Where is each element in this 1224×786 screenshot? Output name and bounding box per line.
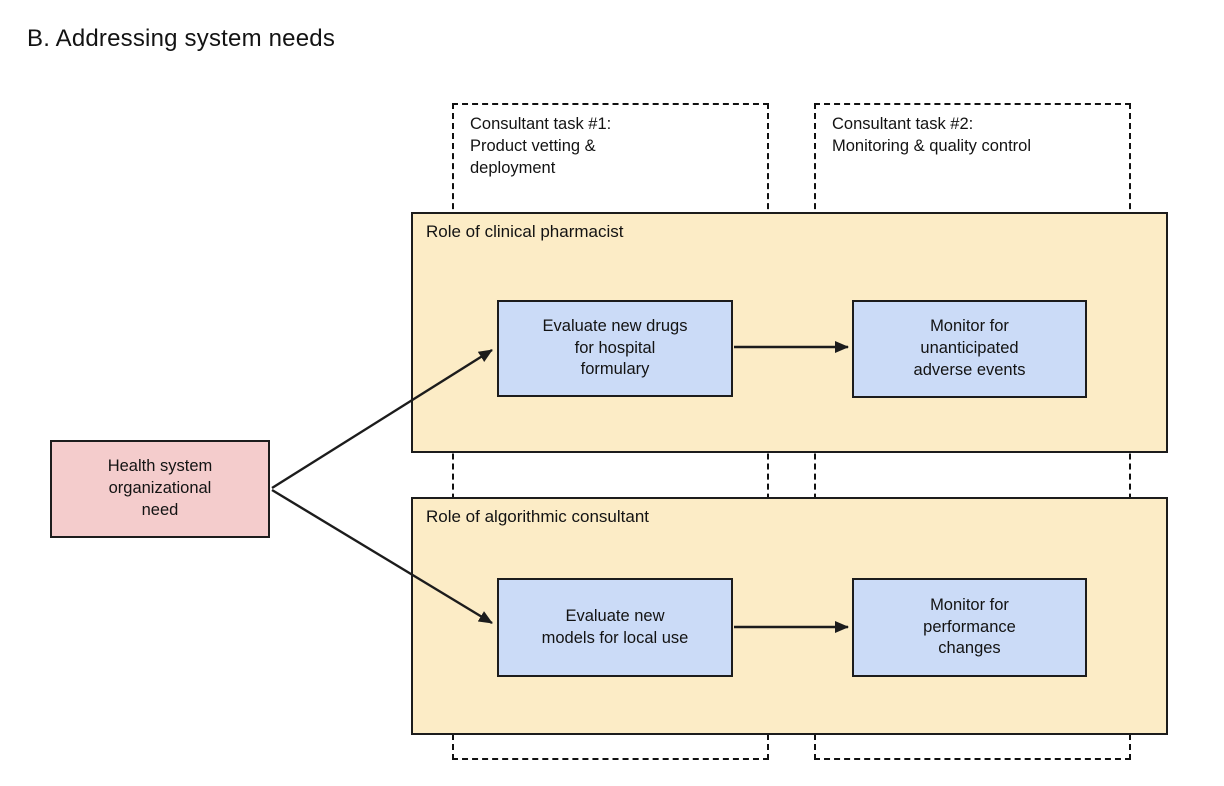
figure-title: B. Addressing system needs (27, 25, 336, 52)
task-column-1-label: Consultant task #1: Product vetting & de… (470, 115, 612, 177)
health-system-need-node: Health system organizational need (50, 440, 270, 538)
step-monitor-adverse-events: Monitor for unanticipated adverse events (852, 300, 1087, 398)
lane-algorithmic-consultant-label: Role of algorithmic consultant (426, 507, 650, 526)
step-monitor-performance-changes: Monitor for performance changes (852, 578, 1087, 677)
lane-clinical-pharmacist-label: Role of clinical pharmacist (426, 222, 624, 241)
step-evaluate-new-drugs: Evaluate new drugs for hospital formular… (497, 300, 733, 397)
task-column-2-label: Consultant task #2: Monitoring & quality… (832, 115, 1032, 155)
step-evaluate-new-models: Evaluate new models for local use (497, 578, 733, 677)
